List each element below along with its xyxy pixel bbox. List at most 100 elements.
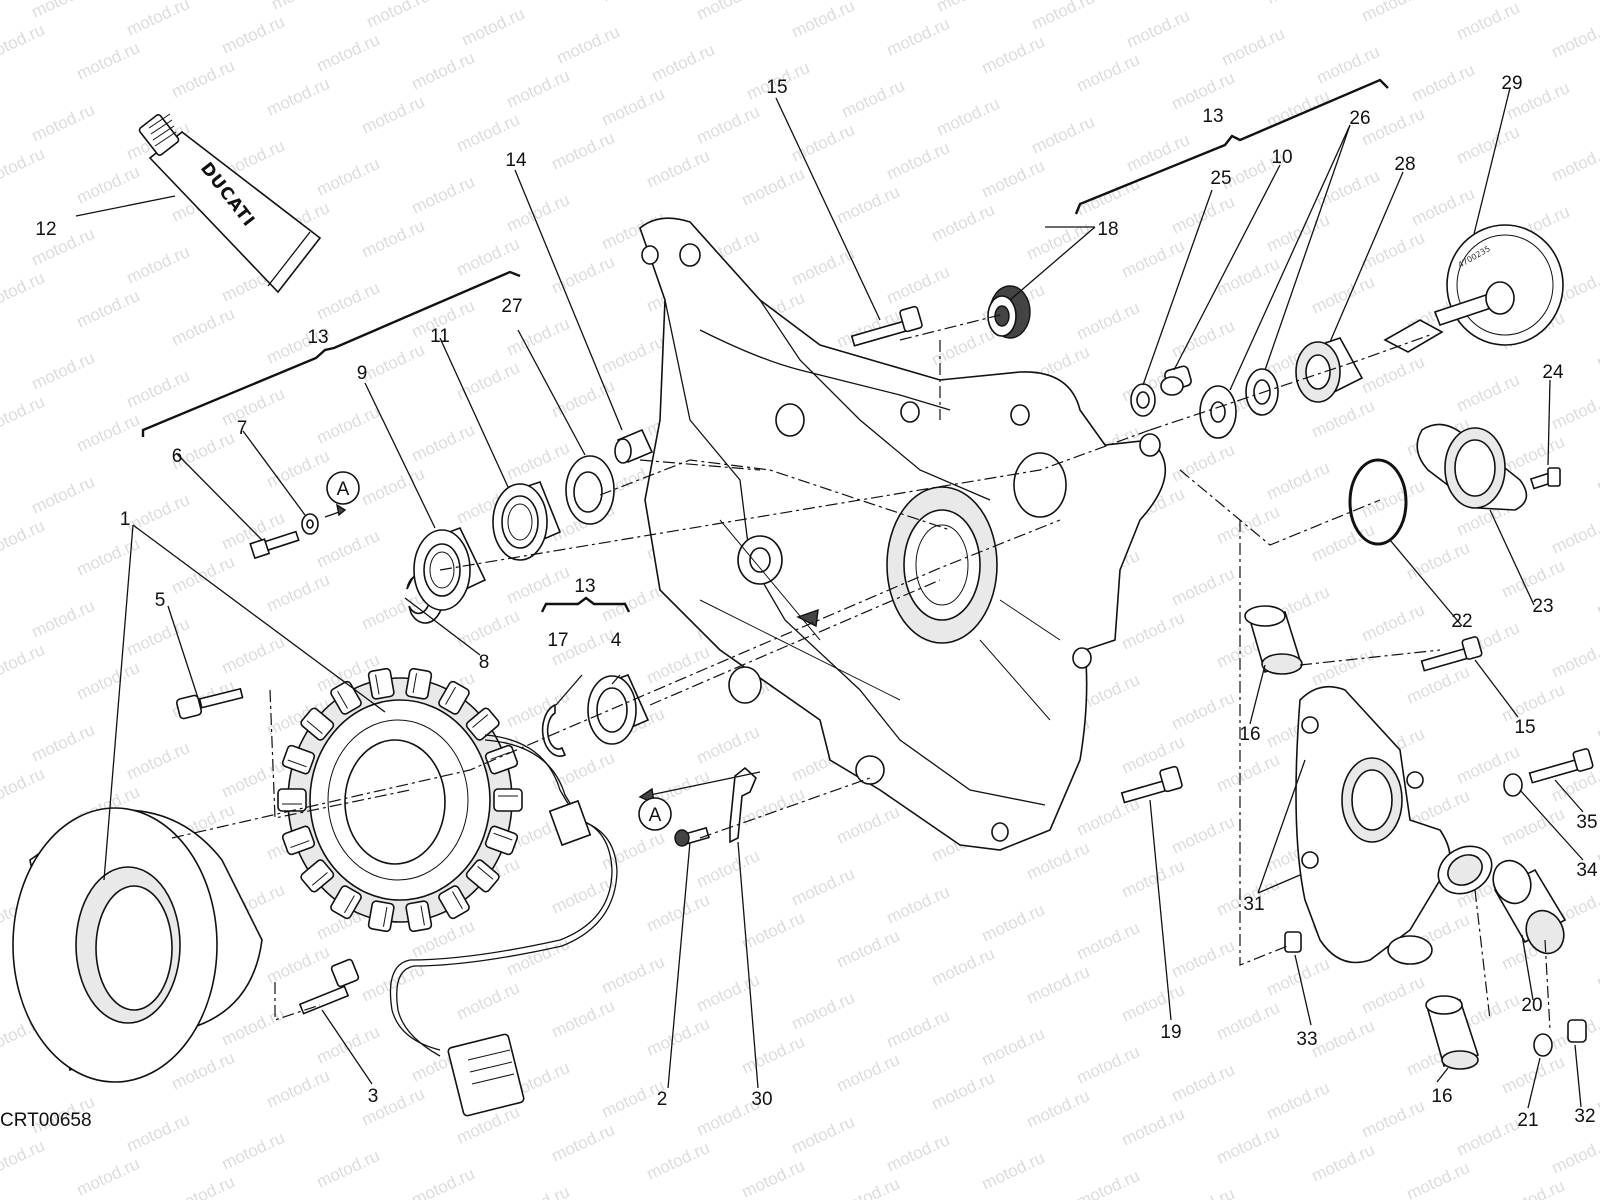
part-label-34: 34 [1576, 860, 1598, 881]
watermark-text: motod.ru [739, 1032, 808, 1078]
washer-21-part [1533, 1033, 1553, 1057]
watermark-text: motod.ru [1264, 210, 1333, 256]
o-ring-22-part [1348, 458, 1408, 546]
bolt-2-part [674, 826, 710, 847]
impeller-29-part: 4700235 [1383, 224, 1564, 353]
part-label-6: 6 [172, 446, 183, 467]
watermark-text: motod.ru [1074, 174, 1143, 220]
stator-coil-winding [445, 686, 456, 705]
watermark-text: motod.ru [1549, 1132, 1600, 1178]
watermark-text: motod.ru [314, 402, 383, 448]
watermark-text: motod.ru [979, 1148, 1048, 1194]
watermark-text: motod.ru [1549, 388, 1600, 434]
watermark-text: motod.ru [644, 890, 713, 936]
watermark-text: motod.ru [834, 1050, 903, 1096]
watermark-text: motod.ru [1024, 218, 1093, 264]
watermark-text: motod.ru [1404, 538, 1473, 584]
crankcase-cover-part [639, 217, 1167, 851]
stator-wire [389, 734, 613, 1051]
pump-cover-31-part [1295, 685, 1493, 965]
watermark-text: motod.ru [1454, 370, 1523, 416]
watermark-text: motod.ru [549, 252, 618, 298]
watermark-text: motod.ru [0, 640, 47, 686]
watermark-text: motod.ru [834, 926, 903, 972]
watermark-text: motod.ru [884, 1006, 953, 1052]
watermark-text: motod.ru [1549, 512, 1600, 558]
part-label-21: 21 [1517, 1110, 1538, 1131]
watermark-text: motod.ru [1454, 122, 1523, 168]
watermark-text: motod.ru [0, 764, 47, 810]
dowel-14-part [614, 428, 654, 464]
stator-coil-winding [306, 720, 323, 735]
watermark-text: motod.ru [694, 722, 763, 768]
part-label-28: 28 [1394, 154, 1415, 175]
part-label-8: 8 [479, 652, 490, 673]
part-label-31: 31 [1243, 894, 1264, 915]
group-bracket-middle [540, 596, 631, 613]
watermark-text: motod.ru [219, 1004, 288, 1050]
watermark-text: motod.ru [549, 996, 618, 1042]
screw-24-part [1529, 467, 1561, 490]
stator-coil-winding [420, 905, 425, 926]
watermark-text: motod.ru [0, 1136, 47, 1182]
stator-coil-winding [477, 865, 494, 880]
watermark-text: motod.ru [124, 242, 193, 288]
watermark-text: motod.ru [29, 596, 98, 642]
bolt-15-right-part [1420, 636, 1483, 672]
watermark-text: motod.ru [1359, 1096, 1428, 1142]
drawing-code: CRT00658 [0, 1110, 92, 1131]
watermark-text: motod.ru [1409, 60, 1478, 106]
stator-coil-winding [344, 895, 355, 914]
watermark-text: motod.ru [1499, 1052, 1568, 1098]
watermark-text: motod.ru [1359, 0, 1428, 26]
stator-coil-winding [337, 690, 348, 709]
watermark-text: motod.ru [409, 1164, 478, 1200]
watermark-text: motod.ru [934, 94, 1003, 140]
part-label-4: 4 [611, 630, 622, 651]
watermark-text: motod.ru [124, 0, 193, 40]
part-label-5: 5 [155, 590, 166, 611]
watermark-text: motod.ru [549, 376, 618, 422]
watermark-text: motod.ru [1169, 812, 1238, 858]
stator-coil [493, 788, 523, 812]
watermark-text: motod.ru [1594, 450, 1600, 496]
watermark-text: motod.ru [1549, 636, 1600, 682]
watermark-text: motod.ru [504, 438, 573, 484]
washer-25-part [1130, 383, 1156, 417]
stator-coil [330, 680, 362, 715]
part-label-1: 1 [120, 509, 131, 530]
watermark-text: motod.ru [0, 392, 47, 438]
stator-coil-winding [290, 840, 310, 849]
part-label-10: 10 [1271, 147, 1292, 168]
watermark-text: motod.ru [1074, 298, 1143, 344]
watermark-text: motod.ru [1264, 1078, 1333, 1124]
part-label-13-middle: 13 [574, 576, 595, 597]
watermark-text: motod.ru [834, 802, 903, 848]
watermark-text: motod.ru [219, 756, 288, 802]
stator-plug [447, 1033, 525, 1117]
watermark-text: motod.ru [1029, 0, 1098, 34]
stator-coil [465, 707, 500, 741]
watermark-text: motod.ru [1024, 1086, 1093, 1132]
watermark-text: motod.ru [219, 384, 288, 430]
reference-mark-a-top: A [326, 471, 360, 505]
watermark-text: motod.ru [789, 0, 858, 42]
watermark-text: motod.ru [1214, 502, 1283, 548]
watermark-text: motod.ru [0, 82, 2, 128]
watermark-text: motod.ru [1264, 458, 1333, 504]
watermark-text: motod.ru [1499, 804, 1568, 850]
watermark-text: motod.ru [74, 38, 143, 84]
stator-coil-winding [472, 714, 489, 728]
watermark-text: motod.ru [0, 0, 2, 4]
part-label-16-upper: 16 [1239, 724, 1260, 745]
watermark-text: motod.ru [459, 4, 528, 50]
watermark-text: motod.ru [1454, 1114, 1523, 1160]
svg-text:A: A [337, 479, 350, 500]
dowel-33-part [1284, 931, 1302, 953]
stator-coil [438, 680, 470, 715]
part-label-14: 14 [505, 150, 527, 171]
watermark-text: motod.ru [124, 366, 193, 412]
watermark-text: motod.ru [929, 200, 998, 246]
watermark-text: motod.ru [834, 1174, 903, 1200]
